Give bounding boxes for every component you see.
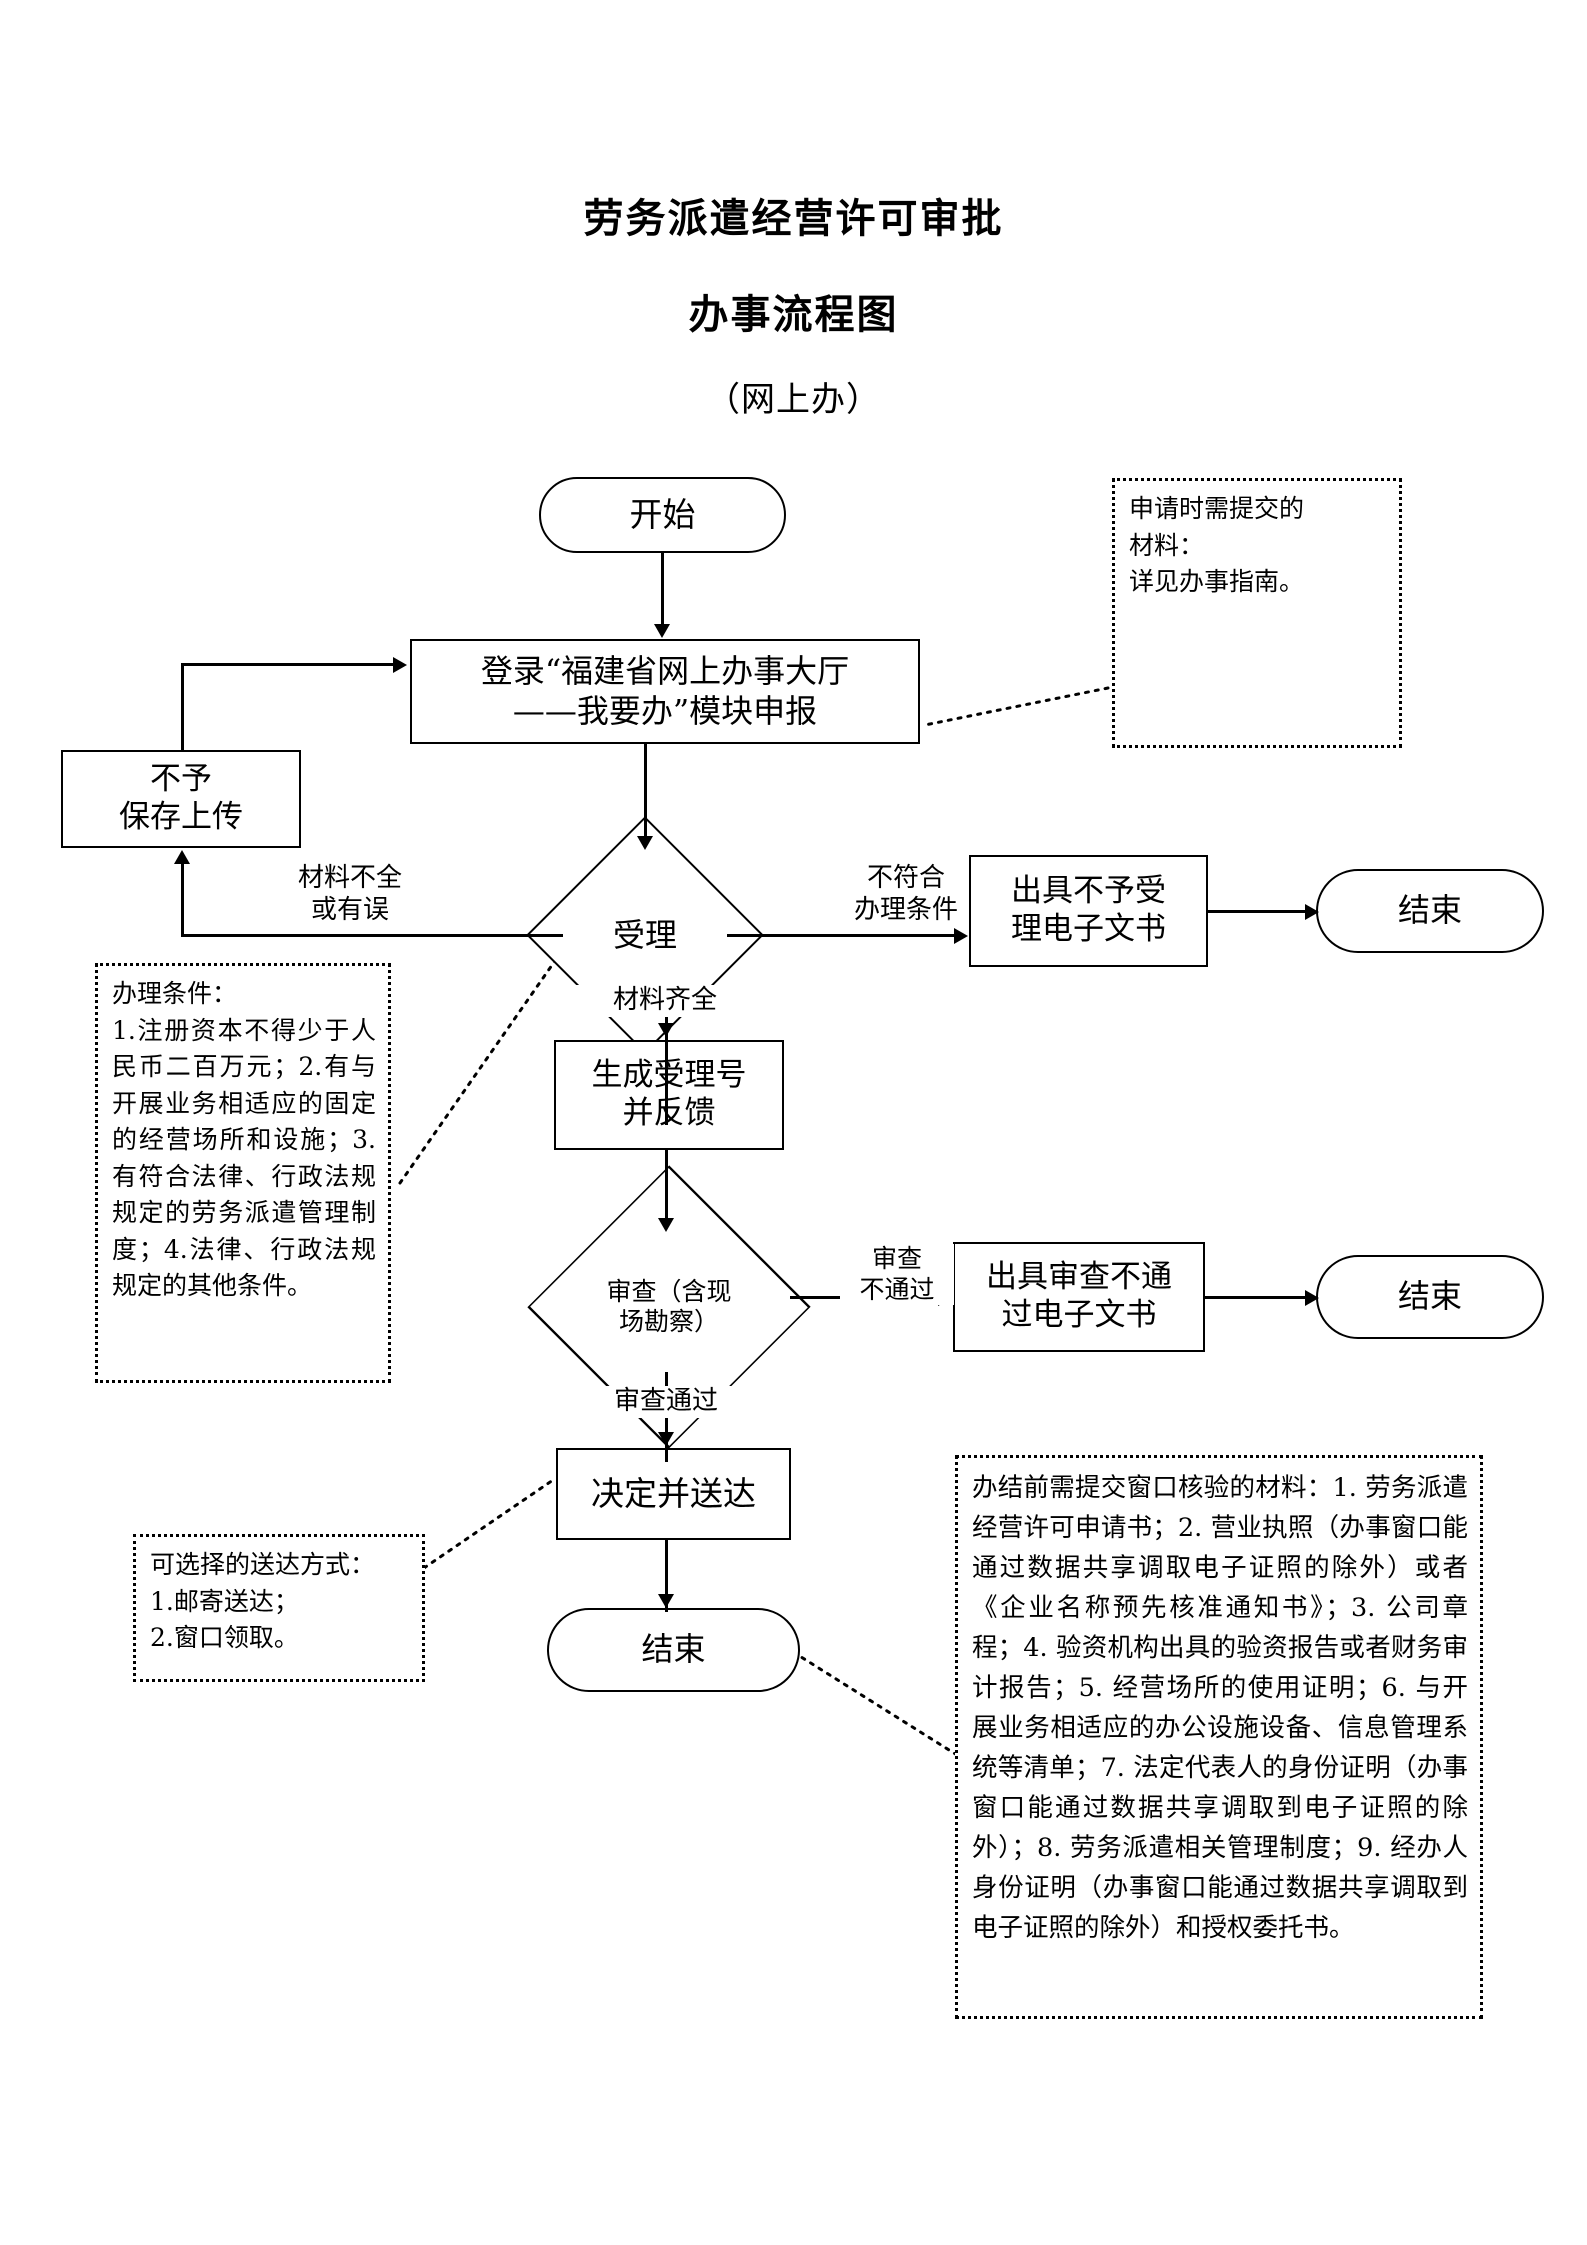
edge-accept-to-reject-arrow [954, 928, 968, 944]
note-conditions-body: 1.注册资本不得少于人民币二百万元；2.有与开展业务相适应的固定的经营场所和设施… [112, 1015, 376, 1301]
node-decide-deliver: 决定并送达 [556, 1448, 791, 1540]
node-review-line2: 场勘察） [618, 1307, 719, 1336]
node-login-line1: 登录“福建省网上办事大厅 [480, 652, 850, 691]
edge-label-materials-incomplete-l1: 材料不全 [297, 863, 402, 893]
edge-decide-to-end-arrow [658, 1594, 674, 1608]
edge-nosave-to-login-v [181, 663, 184, 752]
node-end-review-fail: 结束 [1316, 1255, 1544, 1339]
node-decide-label: 决定并送达 [591, 1473, 756, 1513]
edge-generate-to-review-arrow [658, 1218, 674, 1232]
note-window-materials: 办结前需提交窗口核验的材料：1. 劳务派遣经营许可申请书；2. 营业执照（办事窗… [955, 1455, 1483, 2019]
page-title-line2: 办事流程图 [688, 291, 899, 338]
node-end-reject-label: 结束 [1397, 891, 1462, 930]
node-end-review-fail-label: 结束 [1397, 1277, 1462, 1316]
edge-label-review-fail-l2: 不通过 [859, 1274, 935, 1304]
note-apply-materials-line2: 材料： [1129, 530, 1205, 560]
edge-accept-to-reject-h [727, 934, 954, 937]
edge-reject-to-end-h [1208, 910, 1315, 913]
node-start-label: 开始 [629, 494, 696, 534]
node-generate-number: 生成受理号 并反馈 [554, 1040, 784, 1150]
node-login: 登录“福建省网上办事大厅 ——我要办”模块申报 [410, 639, 920, 744]
node-no-save-line2: 保存上传 [119, 799, 243, 835]
edge-accept-to-generate [665, 1015, 668, 1125]
node-accept-label: 受理 [612, 915, 677, 954]
node-generate-line1: 生成受理号 [591, 1057, 747, 1094]
node-reject-document: 出具不予受 理电子文书 [969, 855, 1208, 967]
note-delivery-methods: 可选择的送达方式： 1.邮寄送达； 2.窗口领取。 [133, 1534, 425, 1682]
edge-label-review-fail: 审查 不通过 [840, 1244, 954, 1305]
node-end-reject: 结束 [1316, 869, 1544, 953]
note-delivery-item1: 1.邮寄送达； [150, 1586, 299, 1616]
edge-login-to-accept [644, 744, 647, 838]
edge-label-materials-complete: 材料齐全 [575, 985, 755, 1017]
edge-label-review-pass: 审查通过 [573, 1386, 759, 1418]
note-handling-conditions: 办理条件： 1.注册资本不得少于人民币二百万元；2.有与开展业务相适应的固定的经… [95, 963, 391, 1383]
edge-start-to-login [661, 553, 664, 625]
node-end-final-label: 结束 [641, 1630, 706, 1669]
edge-start-to-login-arrow [654, 624, 670, 638]
edge-accept-to-nosave-h [181, 934, 563, 937]
edge-accept-to-nosave-v [181, 864, 184, 936]
edge-label-materials-incomplete: 材料不全 或有误 [245, 863, 455, 926]
node-review-fail-document: 出具审查不通 过电子文书 [953, 1242, 1205, 1352]
page-title-line1: 劳务派遣经营许可审批 [583, 195, 1004, 242]
edge-login-to-accept-arrow [637, 836, 653, 850]
note-apply-materials-line1: 申请时需提交的 [1129, 494, 1305, 523]
edge-accept-to-nosave-arrow [174, 850, 190, 864]
node-review-decision: 审查（含现 场勘察） [527, 1165, 811, 1449]
node-generate-line2: 并反馈 [622, 1095, 716, 1131]
edge-decide-to-end [665, 1540, 668, 1612]
edge-nosave-to-login-h [181, 663, 393, 666]
edge-label-review-pass-text: 审查通过 [613, 1386, 718, 1416]
node-review-fail-line1: 出具审查不通 [986, 1259, 1172, 1296]
node-login-line2: ——我要办”模块申报 [512, 691, 818, 730]
page-subtitle: （网上办） [706, 380, 881, 420]
note-apply-materials-line3: 详见办事指南。 [1129, 567, 1305, 596]
node-start: 开始 [539, 477, 786, 553]
note-apply-materials: 申请时需提交的 材料： 详见办事指南。 [1112, 478, 1402, 748]
edge-label-not-meet-conditions: 不符合 办理条件 [826, 863, 986, 926]
node-end-final: 结束 [547, 1608, 800, 1692]
edge-reviewfail-to-end-arrow [1305, 1290, 1319, 1306]
node-reject-doc-line1: 出具不予受 [1011, 873, 1166, 910]
edge-generate-to-review [665, 1150, 668, 1225]
edge-reviewfail-to-end-h [1205, 1296, 1315, 1299]
edge-accept-to-generate-arrow [658, 1023, 674, 1037]
edge-label-materials-incomplete-l2: 或有误 [310, 894, 389, 925]
note-window-materials-body: 办结前需提交窗口核验的材料：1. 劳务派遣经营许可申请书；2. 营业执照（办事窗… [972, 1473, 1468, 1944]
note-delivery-item2: 2.窗口领取。 [150, 1623, 299, 1652]
node-accept-decision: 受理 [526, 816, 764, 1054]
edge-nosave-to-login-arrow [393, 657, 407, 673]
edge-label-review-fail-l1: 审查 [871, 1244, 922, 1273]
edge-label-not-meet-l1: 不符合 [866, 863, 945, 893]
node-review-line1: 审查（含现 [606, 1277, 732, 1306]
note-delivery-heading: 可选择的送达方式： [150, 1550, 376, 1579]
node-review-fail-line2: 过电子文书 [1001, 1297, 1157, 1333]
node-no-save-upload: 不予 保存上传 [61, 750, 301, 848]
edge-review-to-decide-arrow [658, 1432, 674, 1446]
edge-label-materials-complete-text: 材料齐全 [612, 985, 717, 1015]
edge-reject-to-end-arrow [1305, 904, 1319, 920]
node-reject-doc-line2: 理电子文书 [1011, 911, 1166, 947]
edge-label-not-meet-l2: 办理条件 [853, 894, 958, 925]
note-conditions-heading: 办理条件： [112, 979, 238, 1008]
node-no-save-line1: 不予 [150, 761, 212, 798]
